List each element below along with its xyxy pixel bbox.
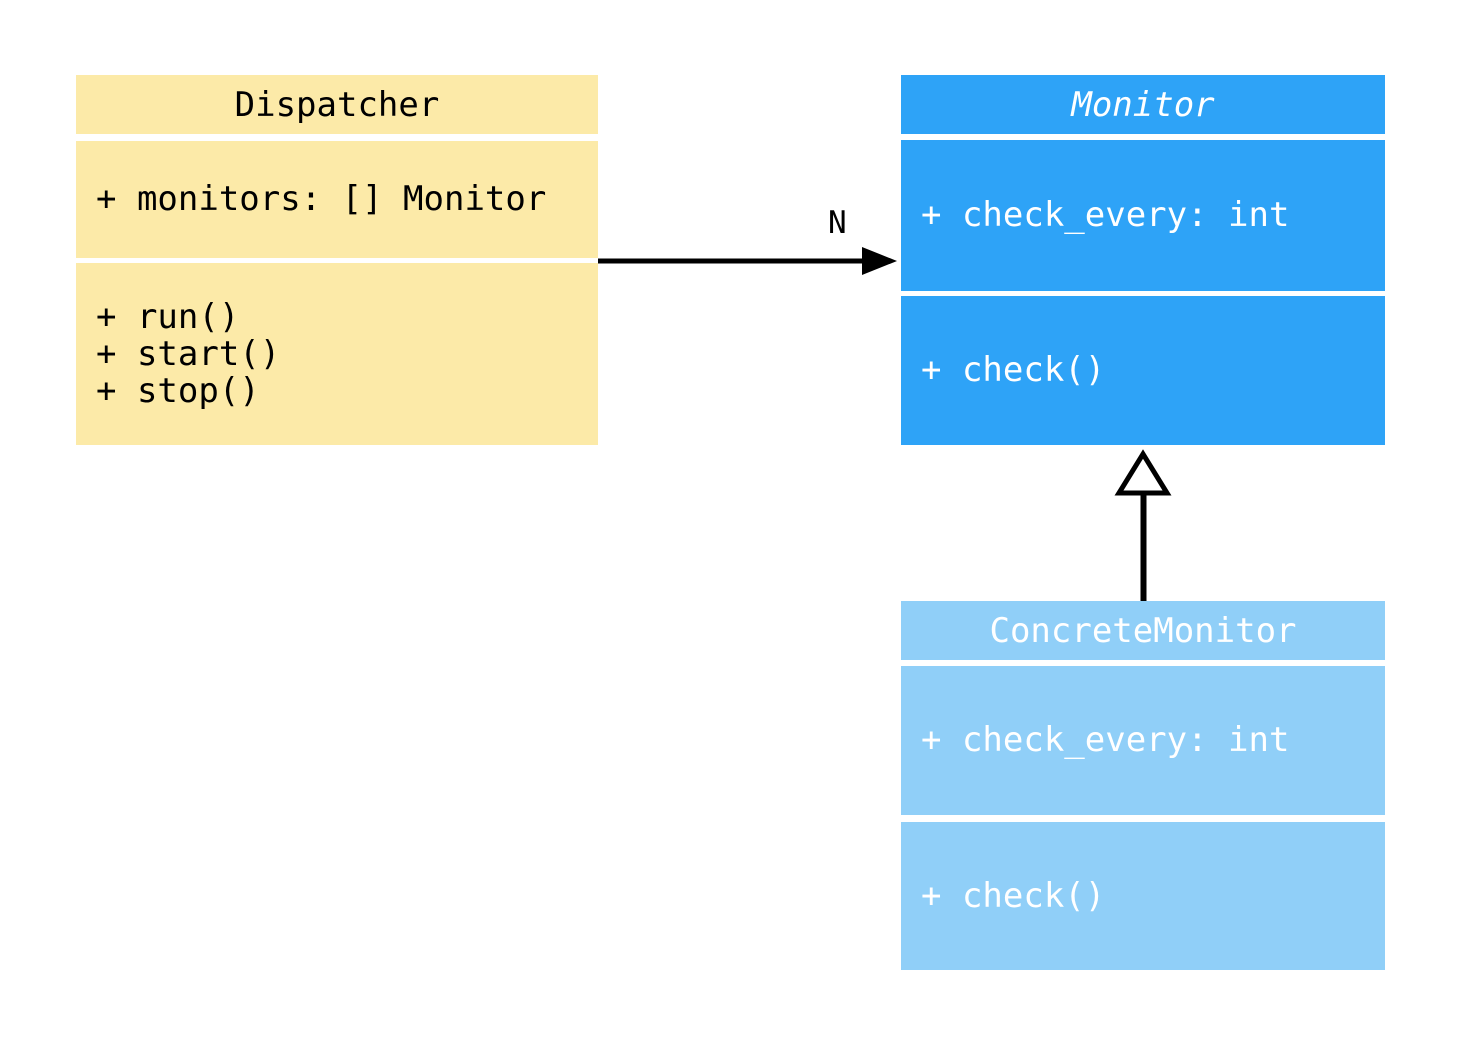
class-attribute: + check_every: int [921,720,1290,760]
class-method: + run() [96,296,240,337]
class-title-monitor: Monitor [901,75,1385,134]
class-attribute: + check_every: int [921,195,1290,235]
class-attributes-monitor: + check_every: int [901,140,1385,291]
inheritance-triangle-icon [1114,449,1172,496]
class-method: + check() [921,350,1106,390]
association-arrowhead-icon [862,247,897,275]
class-methods-concrete-monitor: + check() [901,822,1385,970]
class-methods-dispatcher: + run() + start() + stop() [76,263,598,445]
class-box-concrete-monitor: ConcreteMonitor + check_every: int + che… [901,601,1385,970]
class-method: + stop() [96,370,260,411]
association-multiplicity-label: N [828,205,847,241]
class-method: + check() [921,875,1106,916]
class-box-dispatcher: Dispatcher + monitors: [] Monitor + run(… [76,75,598,445]
class-attribute: + monitors: [] Monitor [96,179,547,219]
class-title-concrete-monitor: ConcreteMonitor [901,601,1385,660]
class-attributes-dispatcher: + monitors: [] Monitor [76,141,598,258]
class-box-monitor: Monitor + check_every: int + check() [901,75,1385,445]
class-method: + start() [96,333,281,374]
class-methods-monitor: + check() [901,296,1385,445]
class-attributes-concrete-monitor: + check_every: int [901,666,1385,815]
class-title-dispatcher: Dispatcher [76,75,598,134]
